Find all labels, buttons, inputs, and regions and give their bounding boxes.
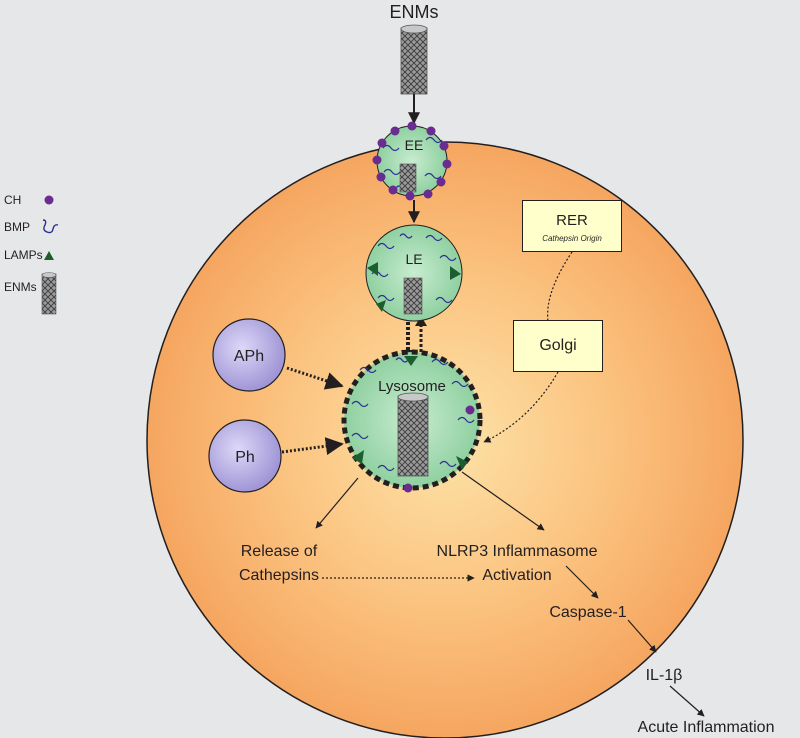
rer-title: RER xyxy=(556,211,588,229)
arrow-lysosome-to-release xyxy=(315,477,359,529)
golgi-label: Golgi xyxy=(539,337,577,354)
ph-label: Ph xyxy=(235,449,255,466)
legend-lamps-label: LAMPs xyxy=(4,248,43,262)
golgi-box: Golgi xyxy=(513,320,603,372)
purple-dot-icon xyxy=(44,195,54,205)
top-enms-label: ENMs xyxy=(390,2,439,22)
bmp-squiggle-icon xyxy=(42,219,59,234)
arrow-caspase-to-il1b xyxy=(627,619,657,653)
arrowhead-up xyxy=(415,316,427,326)
aph-label: APh xyxy=(234,348,264,365)
incoming-nanotube-icon xyxy=(400,24,428,95)
nlrp3-label-line1: NLRP3 Inflammasome xyxy=(437,543,598,560)
ee-label: EE xyxy=(405,137,424,153)
caspase-label: Caspase-1 xyxy=(549,604,626,621)
il1b-label: IL-1β xyxy=(646,667,683,684)
lysosome: Lysosome xyxy=(341,349,483,493)
arrow-il1b-to-acute xyxy=(669,685,705,717)
ee-ch-dots xyxy=(372,121,452,201)
le-label: LE xyxy=(405,251,422,267)
lysosome-label: Lysosome xyxy=(378,378,446,395)
arrow-aph-to-lysosome xyxy=(286,366,344,390)
lysosome-bmp-lines xyxy=(351,357,475,472)
legend-bmp-label: BMP xyxy=(4,220,30,234)
early-endosome: EE xyxy=(372,121,452,201)
legend-enms-label: ENMs xyxy=(4,280,37,294)
green-triangle-icon xyxy=(44,251,54,260)
late-endosome: LE xyxy=(365,224,463,322)
acute-inflammation-label: Acute Inflammation xyxy=(638,719,775,736)
release-label-line1: Release of xyxy=(241,543,318,560)
release-label-line2: Cathepsins xyxy=(239,567,319,584)
nlrp3-label-line2: Activation xyxy=(482,567,551,584)
nanotube-icon xyxy=(41,272,57,315)
phagosome: Ph xyxy=(208,419,282,493)
autophagosome: APh xyxy=(212,318,286,392)
arrow-lysosome-to-nlrp3 xyxy=(461,471,545,531)
le-nanotube-icon xyxy=(403,277,423,315)
lysosome-ch-dots xyxy=(403,405,475,493)
lysosome-nanotube-icon xyxy=(397,392,429,477)
rer-box: RER Cathepsin Origin xyxy=(522,200,622,252)
ee-nanotube-icon xyxy=(399,163,417,193)
legend: CH BMP LAMPs ENMs xyxy=(4,193,59,315)
rer-subtitle: Cathepsin Origin xyxy=(542,233,602,243)
le-lamp-triangles xyxy=(367,262,461,312)
arrow-nlrp3-to-caspase xyxy=(565,565,599,599)
lysosome-lamp-triangles xyxy=(352,356,468,470)
legend-ch-label: CH xyxy=(4,193,21,207)
